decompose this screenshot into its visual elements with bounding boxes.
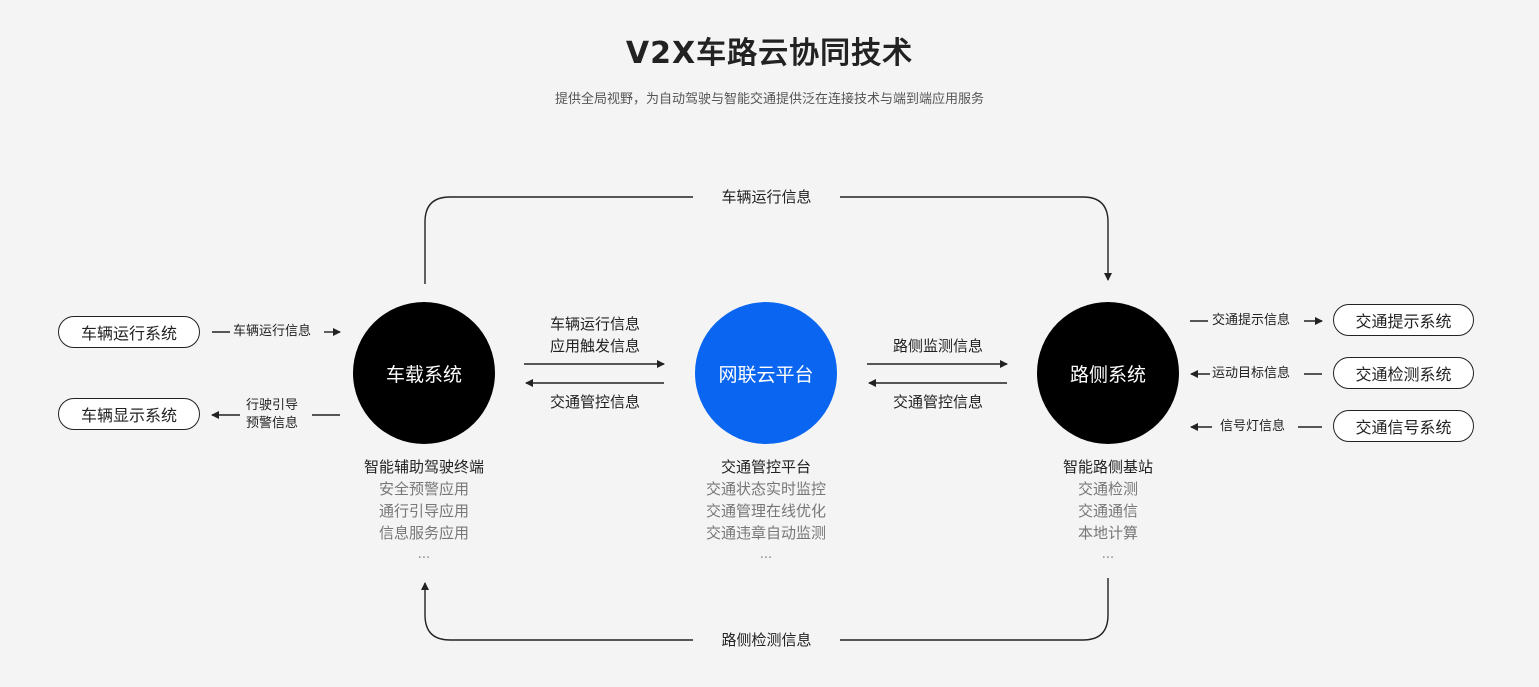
roadside-info-item: 本地计算 [1077, 524, 1138, 542]
roadside-info-item: 交通检测 [1077, 480, 1138, 498]
driving-guidance-flow-label-2: 预警信息 [246, 416, 299, 431]
vehicle-operation-flow-label: 车辆运行信息 [233, 324, 312, 339]
vehicle-info-heading: 智能辅助驾驶终端 [363, 458, 484, 476]
traffic-tip-system-pill: 交通提示系统 [1333, 304, 1474, 336]
roadside-info-item: 交通通信 [1077, 502, 1138, 520]
cloud-platform-label: 网联云平台 [718, 363, 814, 386]
vehicle-operation-system-pill: 车辆运行系统 [58, 316, 200, 348]
vehicle-info-item: 安全预警应用 [378, 480, 469, 498]
roadside-to-cloud-label: 交通管控信息 [892, 393, 983, 411]
vehicle-info-block: 智能辅助驾驶终端 安全预警应用 通行引导应用 信息服务应用 ... [294, 456, 554, 566]
cloud-info-more: ... [759, 547, 773, 562]
signal-light-flow-label: 信号灯信息 [1220, 419, 1286, 434]
cloud-info-heading: 交通管控平台 [720, 458, 811, 476]
cloud-info-block: 交通管控平台 交通状态实时监控 交通管理在线优化 交通违章自动监测 ... [636, 456, 896, 566]
page-title: V2X车路云协同技术 [625, 36, 914, 71]
top-loop-label: 车辆运行信息 [721, 188, 812, 206]
roadside-system-label: 路侧系统 [1069, 363, 1146, 386]
bottom-loop-line-left [421, 582, 693, 641]
driving-guidance-flow-label-1: 行驶引导 [246, 398, 299, 413]
bottom-loop-label: 路侧检测信息 [721, 631, 812, 649]
cloud-info-item: 交通状态实时监控 [705, 480, 826, 498]
vehicle-to-cloud-label-2: 应用触发信息 [549, 337, 640, 355]
vehicle-info-item: 通行引导应用 [378, 502, 469, 520]
cloud-info-item: 交通管理在线优化 [705, 502, 826, 520]
roadside-system-node: 路侧系统 [1037, 302, 1179, 444]
page-subtitle: 提供全局视野，为自动驾驶与智能交通提供泛在连接技术与端到端应用服务 [554, 92, 984, 107]
top-loop-line-left [424, 196, 693, 284]
vehicle-system-node: 车载系统 [353, 302, 495, 444]
bottom-loop-line-right [840, 578, 1109, 641]
traffic-signal-system-pill: 交通信号系统 [1333, 410, 1474, 442]
cloud-info-item: 交通违章自动监测 [705, 524, 826, 542]
cloud-to-vehicle-label: 交通管控信息 [549, 393, 640, 411]
roadside-info-block: 智能路侧基站 交通检测 交通通信 本地计算 ... [978, 456, 1238, 566]
vehicle-info-item: 信息服务应用 [378, 524, 469, 542]
vehicle-system-label: 车载系统 [385, 363, 462, 386]
vehicle-to-cloud-label-1: 车辆运行信息 [549, 315, 640, 333]
vehicle-info-more: ... [417, 547, 431, 562]
cloud-to-roadside-label: 路侧监测信息 [892, 337, 983, 355]
traffic-tip-flow-label: 交通提示信息 [1212, 313, 1291, 328]
top-loop-line-right [840, 196, 1112, 281]
traffic-detection-system-pill: 交通检测系统 [1333, 357, 1474, 389]
roadside-info-more: ... [1101, 547, 1115, 562]
moving-target-flow-label: 运动目标信息 [1212, 366, 1291, 381]
roadside-info-heading: 智能路侧基站 [1062, 458, 1153, 476]
vehicle-display-system-pill: 车辆显示系统 [58, 398, 200, 430]
cloud-platform-node: 网联云平台 [695, 302, 837, 444]
